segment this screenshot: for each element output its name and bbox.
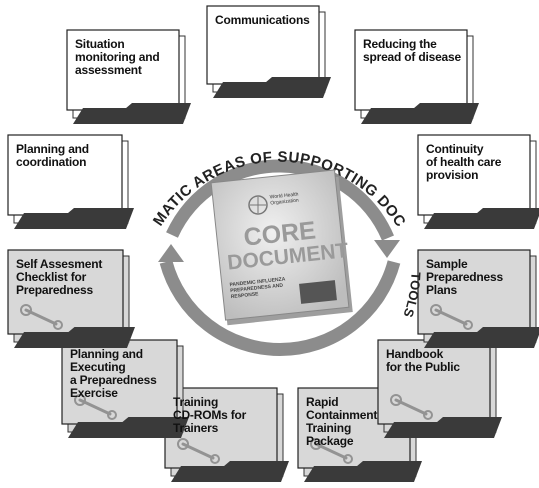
folder-training-cd	[164, 387, 289, 482]
folder-label-line: of health care	[426, 155, 502, 169]
folder-label-line: Containment	[306, 408, 378, 422]
wrench-icon	[74, 394, 117, 420]
folder-label-line: Exercise	[70, 386, 118, 400]
folder-label-line: coordination	[16, 155, 87, 169]
folder-tab	[424, 208, 539, 229]
folder-page	[417, 134, 531, 216]
folder-page	[354, 29, 468, 111]
ring-upper-arc	[166, 159, 394, 241]
folder-tab	[73, 103, 191, 124]
folder-label-line: Plans	[426, 283, 458, 297]
folder-label-line: Training	[306, 421, 352, 435]
ring-arrow-right-icon	[374, 240, 400, 258]
folder-tab	[384, 417, 502, 438]
folder-self-assessment	[7, 249, 135, 348]
ring-lower-arc	[159, 260, 401, 356]
folder-page	[417, 249, 531, 335]
folder-label-line: monitoring and	[75, 50, 160, 64]
folder-tab	[171, 461, 289, 482]
folder-label-line: Checklist for	[16, 270, 87, 284]
folder-label-line: Preparedness	[16, 283, 93, 297]
folder-label-line: Self Assesment	[16, 257, 103, 271]
wrench-icon	[177, 438, 220, 464]
folder-label-line: Package	[306, 434, 354, 448]
folder-tab	[361, 103, 479, 124]
ring-arrow-left-icon	[158, 244, 184, 262]
folder-tab	[14, 208, 134, 229]
folder-tab	[14, 327, 135, 348]
who-logo-icon	[248, 195, 268, 215]
folder-label-line: Planning and	[70, 347, 143, 361]
folder-sample-plans	[417, 249, 539, 348]
folder-label-line: Executing	[70, 360, 126, 374]
folder-label-line: Continuity	[426, 142, 484, 156]
folder-communications	[206, 5, 331, 98]
folder-reducing	[354, 29, 479, 124]
wrench-icon	[310, 438, 353, 464]
folder-continuity	[417, 134, 539, 229]
folder-exercise	[61, 339, 189, 438]
folder-label-line: for the Public	[386, 360, 460, 374]
folder-label-line: assessment	[75, 63, 142, 77]
folder-label-communications: Communications	[215, 14, 317, 27]
folder-label-line: Situation	[75, 37, 125, 51]
folder-label-line: provision	[426, 168, 479, 182]
folder-label-line: spread of disease	[363, 50, 461, 64]
wrench-icon	[430, 304, 473, 330]
folder-handbook	[377, 339, 502, 438]
wrench-icon	[20, 304, 63, 330]
folder-label-line: Reducing the	[363, 37, 437, 51]
folder-planning	[7, 134, 134, 229]
folder-label-line: Planning and	[16, 142, 89, 156]
core-document	[210, 169, 353, 326]
folder-label-line: Training	[173, 395, 219, 409]
folder-label-line: Communications	[215, 13, 310, 27]
folder-label-line: Trainers	[173, 421, 219, 435]
folder-label-line: CD-ROMs for	[173, 408, 247, 422]
folder-situation	[66, 29, 191, 124]
folder-label-line: Sample	[426, 257, 468, 271]
folder-label-line: a Preparedness	[70, 373, 157, 387]
folder-page	[7, 249, 124, 335]
folder-tab	[213, 77, 331, 98]
folder-label-line: Handbook	[386, 347, 444, 361]
core-document-label-box	[299, 280, 337, 304]
folder-label-line: Preparedness	[426, 270, 503, 284]
folder-label-line: Rapid	[306, 395, 339, 409]
folder-tab	[304, 461, 422, 482]
cycle-ring	[158, 159, 401, 356]
folder-tab	[424, 327, 539, 348]
wrench-icon	[390, 394, 433, 420]
folder-tab	[68, 417, 189, 438]
